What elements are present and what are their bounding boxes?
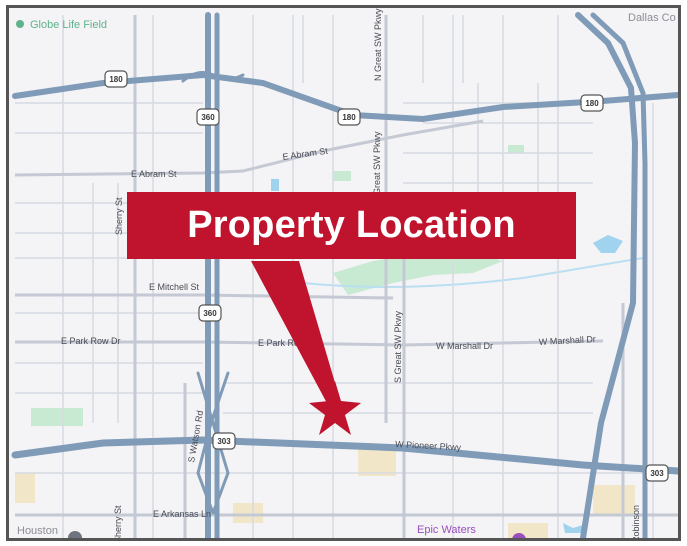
street-label: E Arkansas Ln: [153, 509, 211, 519]
street-label: W Pioneer Pkwy: [395, 439, 462, 452]
callout-title: Property Location: [187, 204, 516, 246]
svg-text:303: 303: [650, 469, 664, 478]
svg-text:360: 360: [201, 113, 215, 122]
svg-text:360: 360: [203, 309, 217, 318]
highway-shields: 180 180 180 360 360 303 303: [104, 70, 669, 482]
street-label: Sherry St: [113, 505, 123, 538]
property-callout: Property Location: [127, 192, 576, 259]
highway-shield-icon: 303: [645, 464, 669, 482]
svg-text:180: 180: [585, 99, 599, 108]
street-label: E Abram St: [131, 169, 177, 179]
street-label: W Marshall Dr: [436, 341, 493, 351]
highway-shield-icon: 303: [212, 432, 236, 450]
street-label: S Great SW Pkwy: [393, 310, 403, 383]
map-canvas[interactable]: Globe Life Field Dallas Co Epic Waters H…: [9, 8, 678, 538]
map-frame: Globe Life Field Dallas Co Epic Waters H…: [6, 5, 681, 541]
street-label: E Mitchell St: [149, 282, 200, 292]
school-icon[interactable]: [68, 531, 82, 538]
svg-text:180: 180: [109, 75, 123, 84]
highway-shield-icon: 180: [337, 108, 361, 126]
green-areas: [31, 145, 524, 426]
street-label: N Great SW Pkwy: [373, 8, 383, 81]
commercial-areas: [15, 448, 635, 538]
highway-shield-icon: 360: [198, 304, 222, 322]
street-label: Robinson: [631, 505, 641, 538]
street-label: W Marshall Dr: [539, 334, 596, 347]
highway-shield-icon: 180: [104, 70, 128, 88]
street-label: E Park Row: [258, 338, 306, 348]
place-label[interactable]: Dallas Co: [628, 12, 676, 24]
street-label: E Park Row Dr: [61, 336, 121, 346]
svg-text:303: 303: [217, 437, 231, 446]
property-star-icon[interactable]: [309, 381, 361, 435]
highway-shield-icon: 180: [580, 94, 604, 112]
highway-shield-icon: 360: [196, 108, 220, 126]
street-label: Sherry St: [114, 197, 124, 235]
waterpark-icon[interactable]: [512, 533, 526, 538]
place-label[interactable]: Houston: [17, 525, 58, 537]
street-label: Great SW Pkwy: [372, 131, 382, 195]
place-label[interactable]: Globe Life Field: [30, 19, 107, 31]
place-dot-icon[interactable]: [16, 20, 24, 28]
callout-pointer: [251, 261, 341, 407]
place-label[interactable]: Epic Waters: [417, 524, 476, 536]
svg-text:180: 180: [342, 113, 356, 122]
water: [271, 179, 644, 533]
street-label: E Abram St: [282, 146, 329, 162]
